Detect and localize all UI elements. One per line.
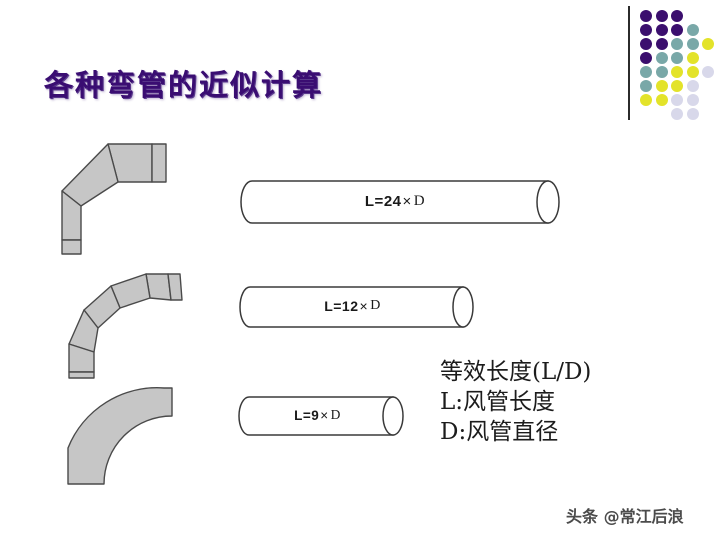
decorative-dot bbox=[640, 10, 652, 22]
pipe-bar-12 bbox=[230, 284, 482, 339]
watermark: 头条 @常江后浪 bbox=[566, 507, 684, 526]
pipe-bar-24 bbox=[230, 178, 566, 235]
decorative-dot bbox=[655, 66, 668, 78]
pipe-svg-12 bbox=[239, 286, 474, 328]
pipe-rhs-12: D bbox=[370, 298, 381, 313]
pipe-rhs-24: D bbox=[413, 192, 426, 209]
decorative-dot bbox=[686, 38, 699, 50]
pipe-lhs-9: L=9 bbox=[294, 407, 320, 423]
elbow-flange-bottom bbox=[61, 239, 82, 255]
pipe-svg-24 bbox=[240, 180, 560, 224]
decorative-dot bbox=[640, 38, 652, 50]
pipe-bar-9 bbox=[230, 394, 412, 447]
times-symbol-24: × bbox=[402, 192, 412, 210]
legend-line-equivalent-length: 等效长度(L/D) bbox=[440, 359, 592, 385]
smooth-elbow-body bbox=[67, 387, 173, 485]
pipe-body-12 bbox=[239, 286, 464, 328]
gore-flange-right bbox=[167, 273, 183, 301]
pipe-body-24 bbox=[240, 180, 549, 224]
legend-line-duct-diameter: D:风管直径 bbox=[440, 418, 559, 445]
gored-elbow-svg bbox=[68, 273, 183, 379]
decorative-dot bbox=[640, 80, 652, 92]
decorative-dot bbox=[655, 52, 668, 64]
decorative-dot bbox=[671, 10, 683, 22]
decorative-dot bbox=[640, 94, 652, 106]
decorative-dot bbox=[671, 52, 683, 64]
smooth-radius-elbow-diagram bbox=[60, 386, 185, 496]
page-title: 各种弯管的近似计算 bbox=[44, 68, 324, 102]
pipe-end-cap-9 bbox=[382, 396, 404, 436]
pipe-label-12: L=12 × D bbox=[230, 284, 475, 328]
decorative-dot bbox=[655, 94, 668, 106]
decorative-dot bbox=[640, 52, 652, 64]
decorative-dot bbox=[686, 24, 699, 36]
decorative-dot bbox=[671, 24, 683, 36]
pipe-lhs-24: L=24 bbox=[364, 192, 402, 210]
smooth-elbow-svg bbox=[67, 387, 173, 485]
decorative-dot bbox=[640, 66, 652, 78]
decorative-dot bbox=[671, 66, 683, 78]
pipe-label-9: L=9 × D bbox=[230, 394, 405, 436]
times-symbol-9: × bbox=[320, 407, 329, 423]
pipe-label-24: L=24 × D bbox=[230, 178, 560, 224]
decorative-dot bbox=[655, 80, 668, 92]
decorative-dot bbox=[686, 80, 699, 92]
gore-flange-bottom bbox=[68, 371, 95, 379]
legend-block: 等效长度(L/D) L:风管长度 D:风管直径 bbox=[440, 358, 591, 448]
decorative-dot bbox=[671, 108, 683, 120]
decorative-dot bbox=[686, 108, 699, 120]
decorative-dot bbox=[686, 66, 699, 78]
decorative-dot bbox=[655, 38, 668, 50]
pipe-end-cap-24 bbox=[536, 180, 560, 224]
decorative-dot bbox=[686, 94, 699, 106]
elbow-segment-middle bbox=[61, 143, 119, 207]
legend-line-duct-length: L:风管长度 bbox=[440, 388, 556, 415]
gored-elbow-5-piece-diagram bbox=[58, 272, 186, 385]
dot-grid-decoration bbox=[628, 4, 720, 122]
decorative-dot bbox=[686, 52, 699, 64]
mitered-elbow-svg bbox=[61, 143, 167, 255]
vertical-rule bbox=[628, 6, 630, 120]
decorative-dot bbox=[702, 38, 714, 50]
mitered-elbow-3-piece-diagram bbox=[56, 136, 181, 261]
pipe-body-9 bbox=[238, 396, 394, 436]
decorative-dot bbox=[655, 24, 668, 36]
decorative-dot bbox=[671, 94, 683, 106]
pipe-lhs-12: L=12 bbox=[324, 298, 359, 314]
elbow-flange-right bbox=[151, 143, 167, 183]
pipe-rhs-9: D bbox=[330, 407, 341, 422]
pipe-end-cap-12 bbox=[452, 286, 474, 328]
decorative-dot bbox=[655, 10, 668, 22]
pipe-svg-9 bbox=[238, 396, 404, 436]
decorative-dot bbox=[702, 66, 714, 78]
decorative-dot bbox=[671, 38, 683, 50]
decorative-dot bbox=[671, 80, 683, 92]
decorative-dot bbox=[640, 24, 652, 36]
times-symbol-12: × bbox=[359, 298, 369, 314]
